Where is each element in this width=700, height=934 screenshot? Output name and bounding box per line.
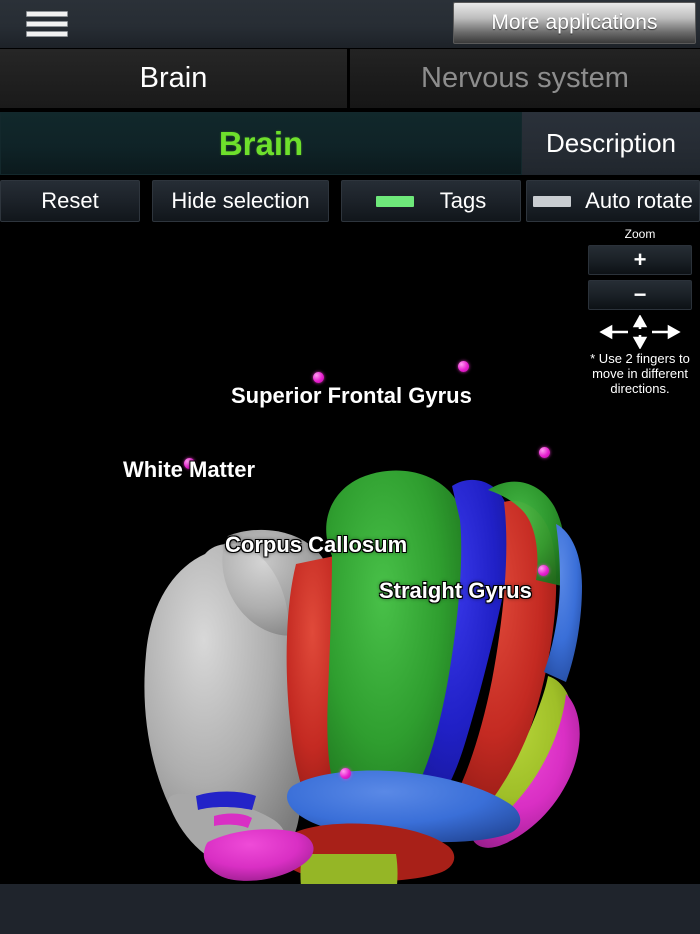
- arrow-left-icon: [599, 324, 628, 340]
- tags-status-indicator: [375, 195, 414, 207]
- auto-rotate-label: Auto rotate: [585, 188, 693, 213]
- top-bar: More applications: [0, 0, 700, 48]
- annotation-straight-gyrus[interactable]: Straight Gyrus: [379, 578, 532, 603]
- zoom-out-button[interactable]: −: [588, 280, 692, 310]
- marker-pin[interactable]: [539, 447, 550, 458]
- hamburger-bar: [26, 11, 68, 17]
- annotation-corpus-callosum[interactable]: Corpus Callosum: [225, 532, 408, 557]
- tags-label: Tags: [439, 188, 487, 213]
- marker-pin[interactable]: [458, 361, 469, 372]
- tab-nervous-system[interactable]: Nervous system: [350, 49, 700, 108]
- annotation-superior-frontal-gyrus[interactable]: Superior Frontal Gyrus: [231, 383, 472, 408]
- tab-nervous-system-label: Nervous system: [421, 62, 629, 94]
- selection-title: Brain: [0, 112, 522, 175]
- tab-brain-label: Brain: [139, 62, 208, 94]
- auto-rotate-status-indicator: [533, 195, 572, 207]
- marker-pin[interactable]: [538, 565, 549, 576]
- arrow-right-icon: [652, 324, 681, 340]
- region-right-green-rim[interactable]: [488, 481, 566, 586]
- hide-selection-label: Hide selection: [171, 188, 310, 213]
- zoom-panel: Zoom + −: [588, 227, 692, 396]
- marker-pin[interactable]: [184, 458, 195, 469]
- zoom-panel-label: Zoom: [624, 227, 656, 241]
- tab-brain[interactable]: Brain: [0, 49, 347, 108]
- reset-button[interactable]: Reset: [0, 180, 140, 222]
- tags-toggle-button[interactable]: Tags: [341, 180, 521, 222]
- zoom-in-label: +: [633, 247, 647, 272]
- region-corpus-callosum[interactable]: [406, 479, 511, 816]
- arrow-down-icon: [632, 335, 648, 349]
- zoom-in-button[interactable]: +: [588, 245, 692, 275]
- hamburger-menu-icon[interactable]: [26, 9, 68, 39]
- marker-pin[interactable]: [340, 768, 351, 779]
- region-superior-frontal-gyrus[interactable]: [326, 470, 468, 828]
- model-viewport[interactable]: Superior Frontal Gyrus White Matter Corp…: [0, 224, 700, 884]
- brain-3d-model[interactable]: [0, 224, 700, 884]
- selection-title-text: Brain: [218, 124, 304, 162]
- region-temporal-left[interactable]: [203, 829, 314, 881]
- bottom-bar: [0, 884, 700, 934]
- tab-bar: Brain Nervous system: [0, 49, 700, 110]
- marker-pin[interactable]: [313, 372, 324, 383]
- hide-selection-button[interactable]: Hide selection: [152, 180, 329, 222]
- arrow-up-icon: [632, 315, 648, 329]
- auto-rotate-toggle-button[interactable]: Auto rotate: [526, 180, 700, 222]
- zoom-out-label: −: [633, 282, 647, 307]
- region-straight-gyrus[interactable]: [446, 500, 557, 818]
- description-button[interactable]: Description: [522, 112, 700, 175]
- pan-hint-text: * Use 2 fingers to move in different dir…: [590, 351, 690, 396]
- region-left-blue-sliver[interactable]: [196, 791, 256, 811]
- hamburger-bar: [26, 21, 68, 27]
- region-occipital-right[interactable]: [544, 524, 582, 682]
- title-bar: Brain Description: [0, 112, 700, 176]
- toolbar: Reset Hide selection Tags Auto rotate: [0, 180, 700, 223]
- more-applications-label: More applications: [491, 11, 658, 34]
- pan-direction-indicator: [588, 315, 692, 349]
- reset-label: Reset: [41, 188, 99, 213]
- hamburger-bar: [26, 31, 68, 37]
- description-label: Description: [545, 128, 677, 158]
- region-left-magenta-sliver[interactable]: [214, 813, 252, 828]
- annotation-white-matter[interactable]: White Matter: [123, 457, 255, 482]
- region-brainstem-upper[interactable]: [300, 854, 398, 884]
- more-applications-button[interactable]: More applications: [453, 2, 696, 44]
